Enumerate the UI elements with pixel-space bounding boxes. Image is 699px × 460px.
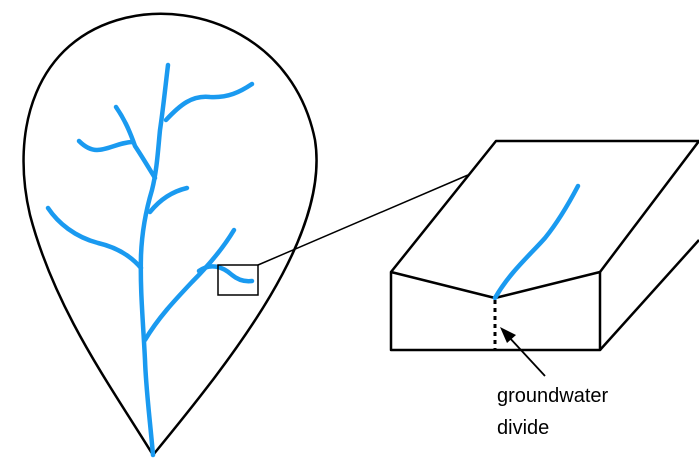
arrow-head-icon [500, 327, 516, 343]
inset-stream [492, 183, 581, 301]
tributary-lower-right [142, 227, 237, 343]
block-front-face [389, 270, 602, 352]
inset-block [389, 139, 699, 352]
tributary-highlighted-reach [196, 264, 255, 284]
groundwater-divide-label-line-1: groundwater [497, 385, 609, 407]
catchment-outline [22, 12, 318, 457]
block-top-face [390, 139, 699, 273]
tributary-left [45, 205, 144, 271]
tributary-upper-right [163, 81, 255, 123]
stream-network [45, 62, 255, 458]
highlight-box [217, 264, 259, 296]
divide-arrow [500, 327, 546, 377]
block-side-face [599, 239, 699, 351]
tributary-upper-left-branch [76, 138, 136, 153]
main-stream [138, 62, 171, 458]
tributary-upper-left [113, 104, 158, 181]
groundwater-divide-label-line-2: divide [497, 417, 550, 439]
tributary-middle-right [147, 185, 190, 215]
connector-line [257, 174, 469, 266]
